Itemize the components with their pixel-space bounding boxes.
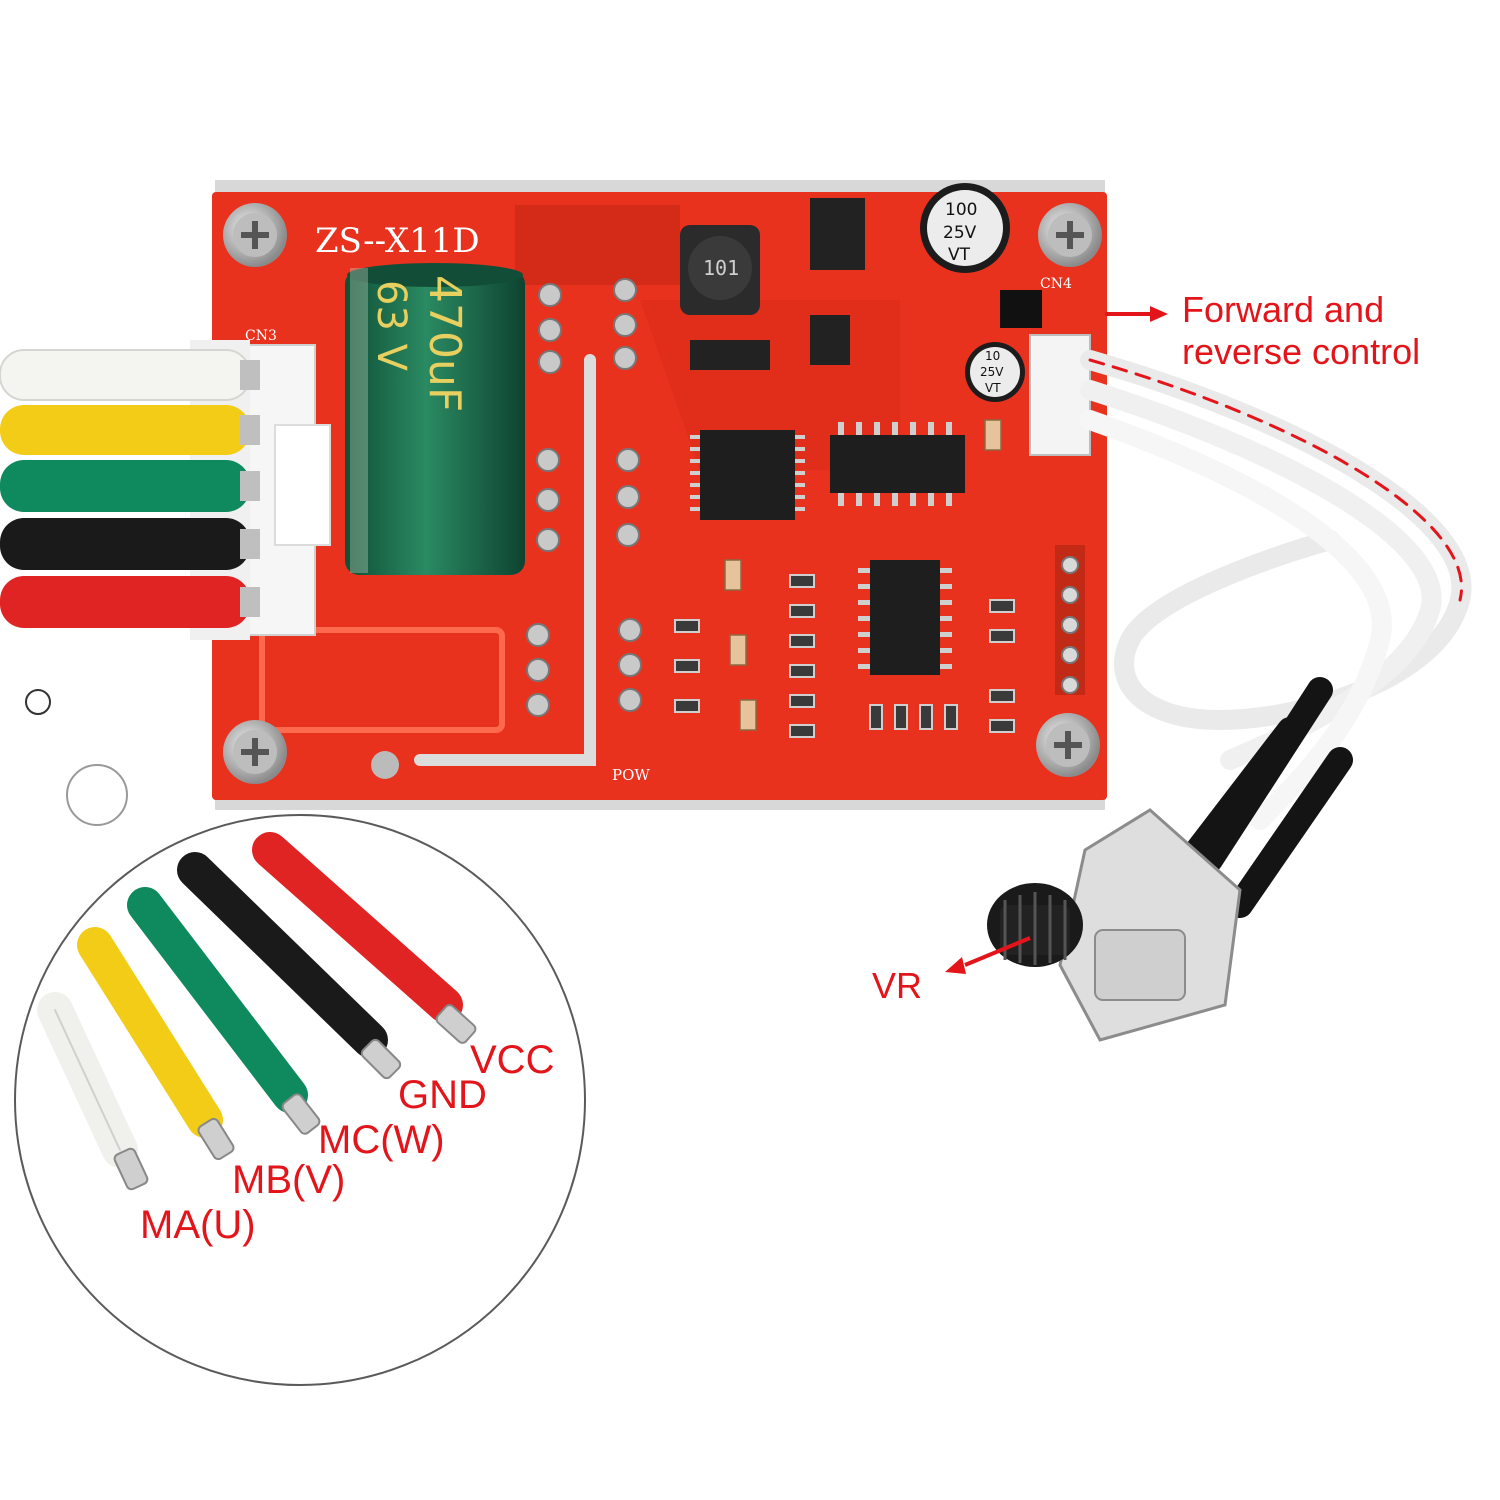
screw-icon (1038, 203, 1102, 267)
cn4-label: CN4 (1040, 276, 1072, 292)
svg-text:100: 100 (945, 200, 977, 220)
vcc-label: VCC (470, 1038, 555, 1082)
ma-label: MA(U) (140, 1203, 256, 1247)
wire-end-green (127, 887, 308, 1113)
capacitor-10uf: 10 25V VT (965, 342, 1025, 402)
wire-green (0, 460, 250, 512)
svg-text:470uF: 470uF (419, 275, 470, 412)
screw-icon (1036, 713, 1100, 777)
vr-label: VR (872, 965, 923, 1006)
mc-label: MC(W) (318, 1118, 445, 1162)
inductor-code: 101 (703, 256, 739, 280)
forward-reverse-label-line2: reverse control (1182, 331, 1421, 372)
wire-red (0, 576, 250, 628)
jumper-cn4 (1000, 290, 1042, 328)
screw-icon (223, 203, 287, 267)
svg-text:63 V: 63 V (368, 280, 414, 372)
svg-text:25V: 25V (943, 223, 977, 243)
capacitor-100uf: 100 25V VT (920, 183, 1010, 273)
gnd-label: GND (398, 1073, 487, 1117)
cn3-label: CN3 (245, 328, 277, 344)
svg-text:25V: 25V (980, 365, 1004, 379)
wire-black (0, 518, 250, 570)
mb-label: MB(V) (232, 1158, 346, 1202)
capacitor-470uf: 470uF 63 V (345, 263, 525, 575)
svg-text:10: 10 (985, 349, 1000, 363)
arrow-icon (1105, 306, 1168, 322)
arrow-icon (945, 936, 1031, 974)
svg-text:VT: VT (948, 245, 971, 265)
wire-end-red (252, 832, 463, 1023)
board-model-label: ZS--X11D (315, 221, 480, 261)
wire-white (0, 349, 251, 401)
pow-label: POW (612, 766, 650, 784)
svg-text:VT: VT (985, 381, 1001, 395)
wire-end-black (177, 852, 388, 1058)
screw-icon (223, 720, 287, 784)
wire-yellow (0, 405, 250, 455)
forward-reverse-label-line1: Forward and (1182, 289, 1385, 330)
wire-end-yellow (77, 927, 223, 1138)
